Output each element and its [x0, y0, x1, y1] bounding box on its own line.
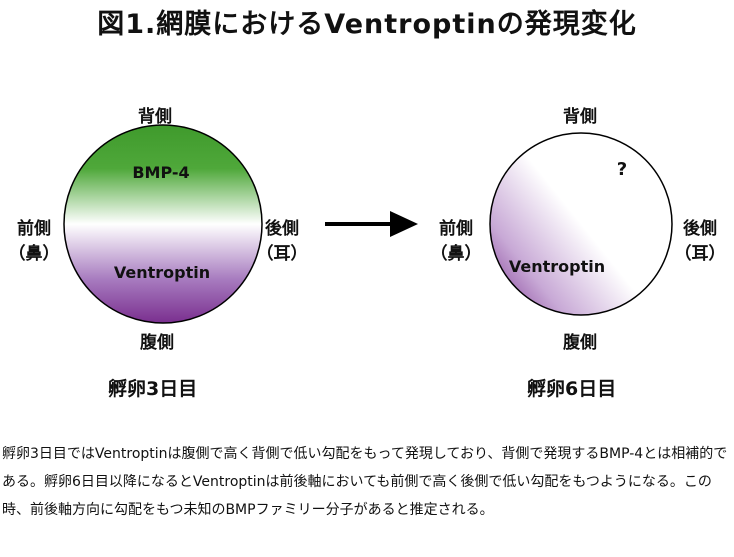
- right-eye-circle: [489, 132, 673, 316]
- figure-caption: 孵卵3日目ではVentroptinは腹側で高く背側で低い勾配をもって発現しており…: [2, 446, 728, 518]
- left-posterior-text: 後側: [265, 219, 299, 239]
- left-bottom-gene-label: Ventroptin: [114, 263, 210, 282]
- left-posterior-sub: （耳）: [256, 244, 308, 264]
- right-ventral-label: 腹側: [563, 333, 597, 353]
- left-anterior-text: 前側: [17, 219, 51, 239]
- figure-title: 図1.網膜におけるVentroptinの発現変化: [97, 9, 637, 40]
- left-anterior-sub: （鼻）: [8, 244, 60, 264]
- right-posterior-label: 後側 （耳）: [672, 214, 728, 264]
- left-stage-label: 孵卵3日目: [108, 378, 198, 400]
- right-unknown-mark: ?: [617, 159, 627, 180]
- right-dorsal-label: 背側: [563, 107, 597, 127]
- right-posterior-sub: （耳）: [674, 244, 726, 264]
- left-top-gene-label: BMP-4: [132, 163, 189, 182]
- right-posterior-text: 後側: [683, 219, 717, 239]
- left-eye-circle: [63, 124, 263, 324]
- right-stage-label: 孵卵6日目: [527, 378, 617, 400]
- left-dorsal-label: 背側: [138, 107, 172, 127]
- right-anterior-text: 前側: [439, 219, 473, 239]
- left-posterior-label: 後側 （耳）: [254, 214, 310, 264]
- right-anterior-sub: （鼻）: [430, 244, 482, 264]
- right-gene-label: Ventroptin: [509, 257, 605, 276]
- right-anterior-label: 前側 （鼻）: [428, 214, 484, 264]
- left-ventral-label: 腹側: [140, 333, 174, 353]
- left-anterior-label: 前側 （鼻）: [6, 214, 62, 264]
- transition-arrow-head: [390, 211, 418, 237]
